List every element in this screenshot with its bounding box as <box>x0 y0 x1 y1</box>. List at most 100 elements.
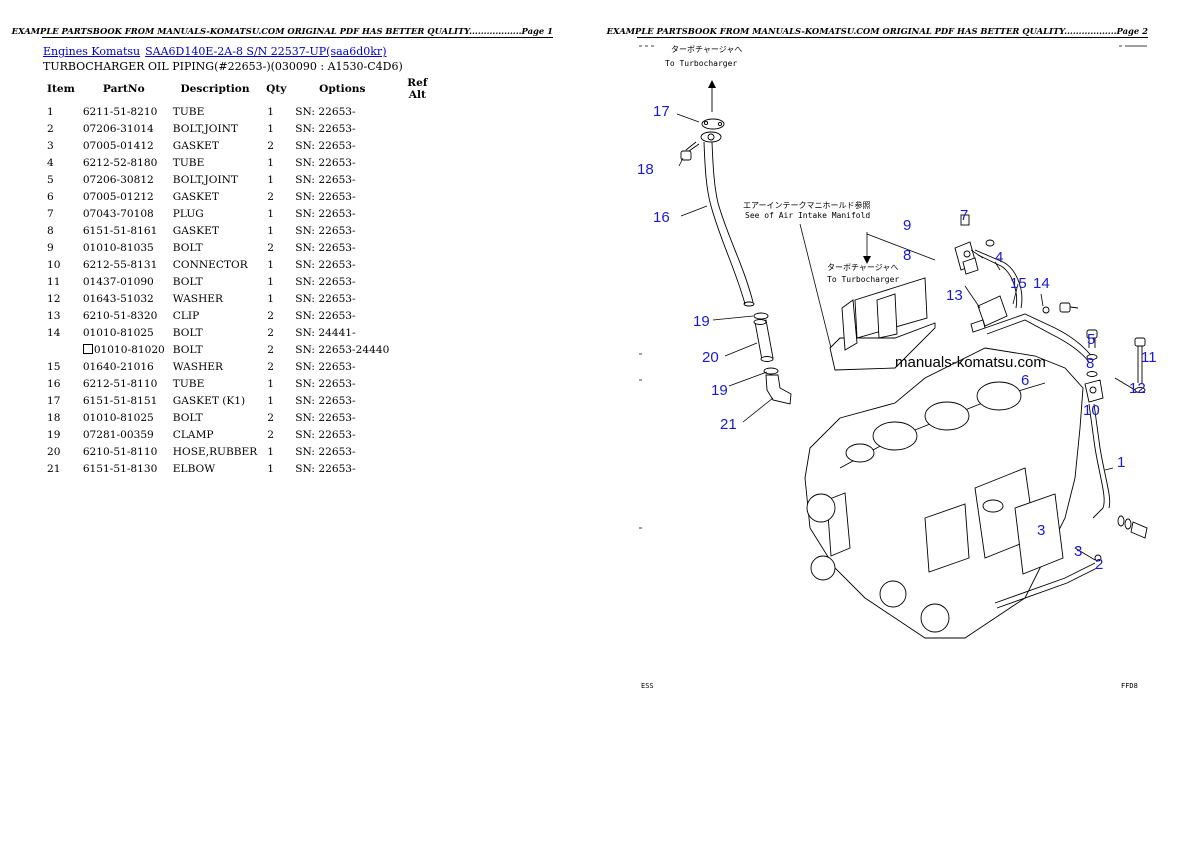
cell-partno: 01010-81035 <box>82 241 154 254</box>
alternate-checkbox-icon <box>82 343 93 354</box>
parts-table-header-row: Item PartNo Description Qty Options Ref … <box>43 76 441 103</box>
cell-options: SN: 22653- <box>295 190 356 203</box>
cell-description: BOLT <box>172 275 203 288</box>
note-en-to-turbo-top: To Turbocharger <box>665 59 737 68</box>
callout-15: 15 <box>1010 275 1027 292</box>
cell-refalt <box>393 188 441 205</box>
page-subtitle: TURBOCHARGER OIL PIPING(#22653-)(030090 … <box>43 60 403 73</box>
cell-partno: 01640-21016 <box>82 360 154 373</box>
callout-5: 5 <box>1087 331 1095 348</box>
cell-item: 3 <box>47 139 54 152</box>
cell-item: 12 <box>47 292 61 305</box>
cell-partno: 07043-70108 <box>82 207 154 220</box>
cell-partno: 07206-31014 <box>82 122 154 135</box>
cell-qty: 1 <box>267 292 275 305</box>
cell-description: BOLT,JOINT <box>172 122 238 135</box>
cell-item: 7 <box>47 207 54 220</box>
cell-partno: 6151-51-8130 <box>82 462 158 475</box>
cell-description: CLAMP <box>172 428 214 441</box>
cell-refalt <box>393 358 441 375</box>
cell-description: PLUG <box>172 207 204 220</box>
cell-options: SN: 22653- <box>295 275 356 288</box>
cell-refalt <box>393 426 441 443</box>
cell-refalt <box>393 103 441 120</box>
cell-partno: 6211-51-8210 <box>82 105 158 118</box>
cell-options: SN: 22653- <box>295 309 356 322</box>
callout-2: 2 <box>1095 556 1103 573</box>
page-1: EXAMPLE PARTSBOOK FROM MANUALS-KOMATSU.C… <box>12 26 553 477</box>
cell-qty: 1 <box>267 122 275 135</box>
cell-item: 13 <box>47 309 61 322</box>
cell-options: SN: 22653- <box>295 224 356 237</box>
breadcrumb-link-model[interactable]: SAA6D140E-2A-8 S/N 22537-UP(saa6d0kr) <box>145 45 387 58</box>
col-header-qty: Qty <box>266 83 287 95</box>
breadcrumb-link-engines[interactable]: Engines Komatsu <box>43 45 141 58</box>
col-header-options: Options <box>319 83 366 95</box>
callout-14: 14 <box>1033 275 1050 292</box>
cell-qty: 1 <box>267 462 275 475</box>
col-header-partno: PartNo <box>102 83 145 95</box>
cell-description: BOLT <box>172 343 203 356</box>
cell-options: SN: 22653- <box>295 156 356 169</box>
cell-partno: 6151-51-8161 <box>82 224 158 237</box>
cell-partno: 6210-51-8110 <box>82 445 158 458</box>
callout-9: 9 <box>903 217 911 234</box>
callout-12: 12 <box>1129 380 1146 397</box>
cell-refalt <box>393 341 441 358</box>
cell-refalt <box>393 375 441 392</box>
cell-refalt <box>393 239 441 256</box>
cell-options: SN: 22653- <box>295 241 356 254</box>
col-header-refalt: Ref Alt <box>407 77 428 101</box>
callout-18: 18 <box>637 161 654 178</box>
cell-qty: 2 <box>267 190 275 203</box>
callout-21: 21 <box>720 416 737 433</box>
cell-qty: 2 <box>267 241 275 254</box>
cell-qty: 1 <box>267 377 275 390</box>
cell-options: SN: 22653- <box>295 462 356 475</box>
col-header-description: Description <box>180 83 250 95</box>
callout-17: 17 <box>653 103 670 120</box>
callout-11: 11 <box>1141 349 1157 366</box>
cell-qty: 2 <box>267 309 275 322</box>
cell-item: 9 <box>47 241 54 254</box>
cell-description: BOLT <box>172 326 203 339</box>
cell-options: SN: 22653- <box>295 139 356 152</box>
cell-options: SN: 22653- <box>295 360 356 373</box>
cell-partno: 07281-00359 <box>82 428 154 441</box>
cell-options: SN: 22653- <box>295 122 356 135</box>
cell-refalt <box>393 460 441 477</box>
cell-options: SN: 22653- <box>295 445 356 458</box>
cell-qty: 2 <box>267 139 275 152</box>
cell-options: SN: 22653- <box>295 105 356 118</box>
cell-item: 1 <box>47 105 54 118</box>
page-2-header: EXAMPLE PARTSBOOK FROM MANUALS-KOMATSU.C… <box>606 26 1148 36</box>
cell-description: BOLT,JOINT <box>172 173 238 186</box>
page-2-header-rule <box>637 37 1148 38</box>
cell-item: 6 <box>47 190 54 203</box>
cell-refalt <box>393 154 441 171</box>
callout-13: 13 <box>946 287 963 304</box>
cell-description: HOSE,RUBBER <box>172 445 258 458</box>
cell-qty: 1 <box>267 105 275 118</box>
cell-description: WASHER <box>172 292 224 305</box>
cell-item: 15 <box>47 360 61 373</box>
cell-description: GASKET <box>172 190 219 203</box>
cell-options: SN: 24441- <box>295 326 356 339</box>
cell-refalt <box>393 205 441 222</box>
cell-refalt <box>393 409 441 426</box>
cell-refalt <box>393 324 441 341</box>
cell-options: SN: 22653- <box>295 394 356 407</box>
cell-description: TUBE <box>172 377 205 390</box>
cell-description: GASKET <box>172 139 219 152</box>
